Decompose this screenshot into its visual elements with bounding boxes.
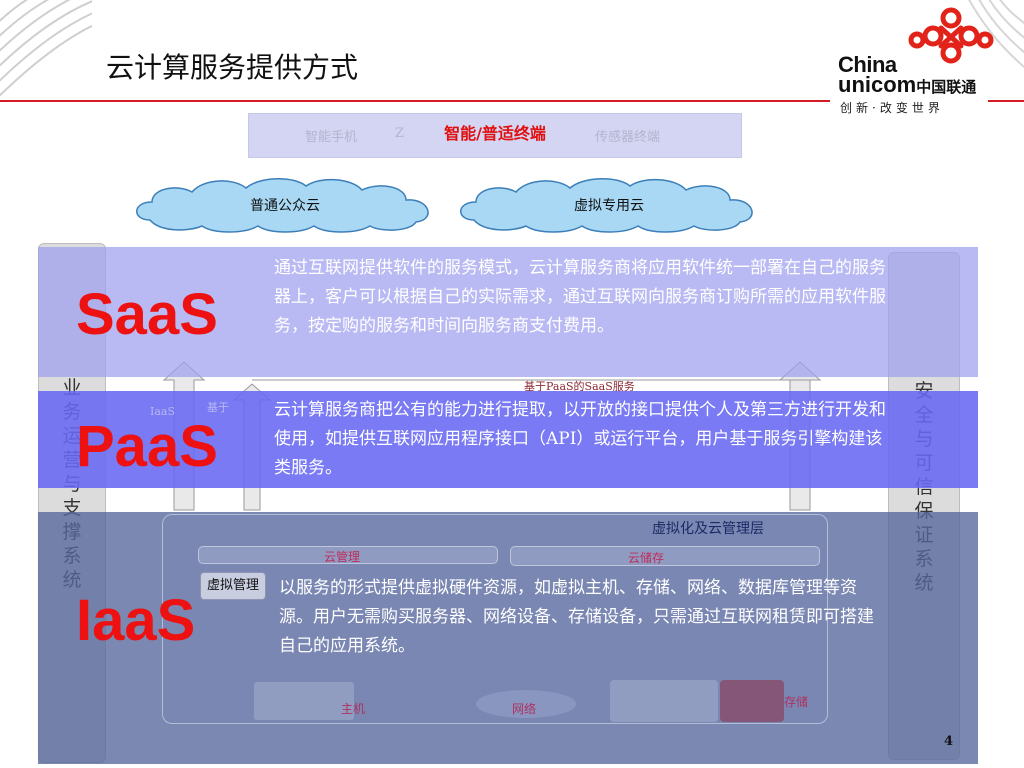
public-cloud-label: 普通公众云 (250, 198, 320, 214)
network-label: 网络 (512, 702, 537, 716)
china-unicom-knot-logo-icon (903, 6, 999, 64)
paas-description: 云计算服务商把公有的能力进行提取，以开放的接口提供个人及第三方进行开发和使用，如… (274, 400, 886, 478)
hardware-resources (254, 680, 784, 722)
title-divider-right (988, 100, 1024, 102)
cloud-storage-label: 云储存 (628, 551, 665, 565)
cloud-shape-icon (136, 178, 429, 233)
saas-on-paas-ghost: 基于PaaS的SaaS服务 (524, 380, 635, 393)
corner-decoration-left (0, 0, 92, 100)
terminal-ghost-mid: Z (395, 126, 405, 141)
logo-brand-line2: unicom中国联通 (838, 74, 976, 99)
saas-description: 通过互联网提供软件的服务模式，云计算服务商将应用软件统一部署在自己的服务器上，客… (274, 258, 886, 336)
iaas-description: 以服务的形式提供虚拟硬件资源，如虚拟主机、存储、网络、数据库管理等资源。用户无需… (279, 578, 874, 656)
based-on-ghost: 基于 (207, 401, 229, 414)
title-divider (0, 100, 830, 102)
logo-brand-line1: China (838, 52, 897, 77)
saas-layer-band (38, 247, 978, 377)
logo-unicom-text: unicom (838, 72, 917, 97)
terminal-ghost-right: 传感器终端 (595, 130, 661, 145)
paas-layer-band (38, 391, 978, 488)
terminal-ghost-left: 智能手机 (305, 130, 358, 145)
iaas-label: IaaS (76, 588, 196, 653)
cloud-shape-icon (460, 178, 753, 233)
terminals-title: 智能/普适终端 (444, 124, 546, 143)
logo-brand-cn: 中国联通 (916, 79, 977, 96)
virtualization-layer-title: 虚拟化及云管理层 (652, 521, 764, 537)
cloud-storage-box (510, 546, 820, 566)
vm-management-box: 虚拟管理 (200, 572, 266, 600)
corner-decoration-right (964, 0, 1024, 90)
cloud-management-label: 云管理 (324, 550, 361, 564)
cloud-management-box (198, 546, 498, 564)
logo-slogan: 创新·改变世界 (840, 101, 944, 115)
paas-label: PaaS (76, 414, 218, 479)
saas-label: SaaS (76, 282, 218, 347)
iaas-mini-ghost: IaaS (150, 405, 175, 418)
slide-title: 云计算服务提供方式 (106, 51, 359, 84)
public-cloud: 普通公众云 (130, 176, 440, 234)
private-cloud: 虚拟专用云 (454, 176, 764, 234)
terminals-band: 智能手机 Z 传感器终端 智能/普适终端 (248, 113, 742, 158)
storage-label: 存储 (784, 695, 809, 709)
private-cloud-label: 虚拟专用云 (574, 198, 644, 214)
host-label: 主机 (341, 702, 366, 716)
page-number: 4 (944, 734, 954, 749)
